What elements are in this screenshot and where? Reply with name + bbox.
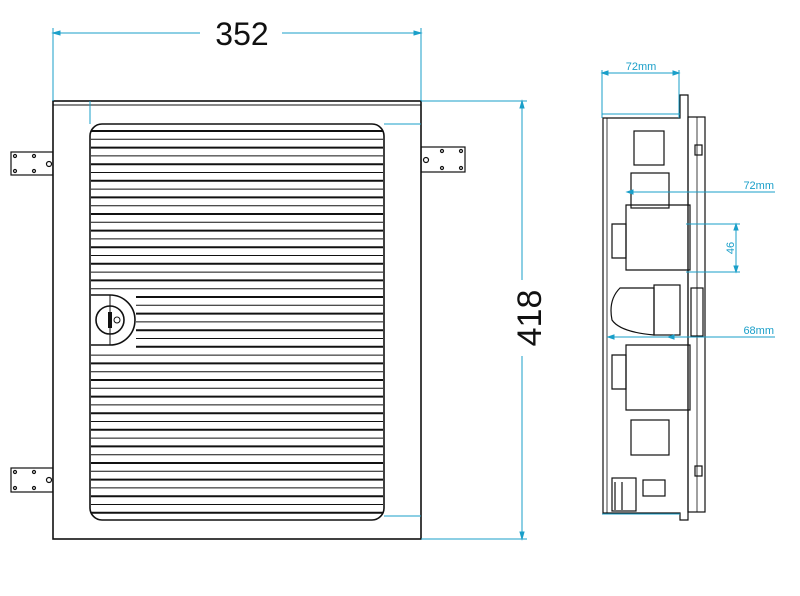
mounting-tab-right-top bbox=[420, 146, 466, 173]
mounting-tab-left-bottom bbox=[10, 467, 54, 493]
mounting-tab-left-top bbox=[10, 151, 54, 176]
door-panel bbox=[89, 123, 385, 521]
side-view bbox=[602, 94, 706, 521]
side-depth-middle-label: 72mm bbox=[743, 180, 774, 192]
side-depth-bottom-label: 68mm bbox=[743, 325, 774, 337]
side-depth-top-label: 72mm bbox=[626, 61, 657, 73]
front-dimensions bbox=[51, 28, 527, 541]
width-dimension-label: 352 bbox=[215, 16, 268, 52]
height-dimension-label: 418 bbox=[511, 290, 549, 347]
door-ribs bbox=[91, 130, 383, 514]
door-lock bbox=[91, 294, 136, 346]
side-dimensions bbox=[600, 70, 775, 515]
front-view bbox=[10, 100, 466, 540]
rail-spacing-label: 46 bbox=[725, 242, 737, 254]
